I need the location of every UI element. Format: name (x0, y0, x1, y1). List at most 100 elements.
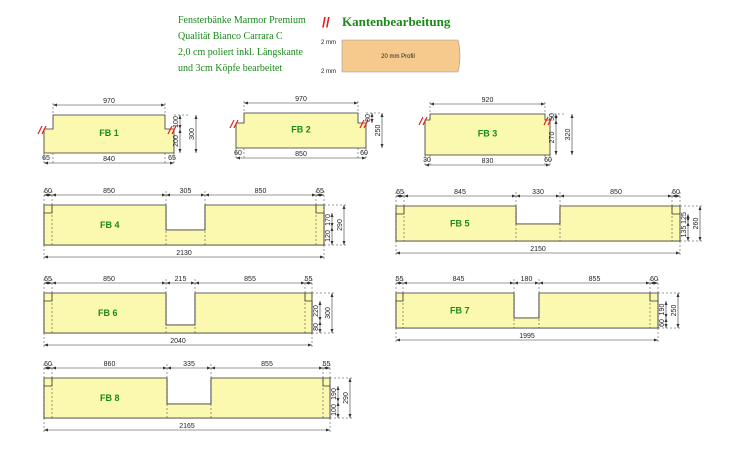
fb1-dim-notch-label: 100 (173, 116, 180, 128)
fb3-dim-bottom-label: 830 (482, 158, 494, 165)
fb6-dim-v2-label: 80 (313, 323, 320, 331)
fb8-dim-v3-arrow (348, 414, 352, 418)
fb5-dim-s4-label: 850 (610, 189, 622, 196)
fb6-dim-v3-arrow (330, 293, 334, 297)
fb7-dim-s5-label: 60 (650, 276, 658, 283)
fb6-dim-s5-arrow (308, 281, 312, 285)
fb8-dim-s3-arrow (207, 366, 211, 370)
fb6-dim-s4-arrow (301, 281, 305, 285)
fb5-dim-s2-arrow (512, 194, 516, 198)
fb4-dim-s3-label: 305 (180, 188, 192, 195)
fb5-dim-s5-label: 60 (672, 189, 680, 196)
fb3-dim-top-arrow (541, 102, 545, 106)
edge-bottom-label: 2 mm (321, 69, 336, 75)
fb3-dim-total-arrow (570, 151, 574, 155)
fb3-dim-bottom-arrow (546, 163, 550, 167)
fb2-dim-top-label: 970 (295, 96, 307, 103)
fb7-dim-s4-arrow (646, 281, 650, 285)
fb8-dim-s4-arrow (211, 366, 215, 370)
fb6-dim-total-arrow (308, 343, 312, 347)
fb2-marker-right-a (359, 119, 365, 129)
fb2-marker-left-a (229, 119, 235, 129)
fb6-dim-v1-arrow (318, 301, 322, 305)
fb4-dim-v3-arrow (342, 241, 346, 245)
fb7-dim-v1-arrow (664, 301, 668, 305)
fb1-dim-top-arrow (161, 103, 165, 107)
fb1-dim-bl: 65 (42, 155, 50, 162)
fb6-label: FB 6 (98, 308, 118, 318)
fb8-dim-s2-arrow (163, 366, 167, 370)
fb6-dim-s2-arrow (162, 281, 166, 285)
fb3-dim-body-label: 270 (549, 132, 556, 144)
fb6-dim-v2-arrow (318, 329, 322, 333)
fb3-dim-br: 60 (544, 157, 552, 164)
fb2-dim-top-arrow (244, 101, 248, 105)
fb5-dim-s2-label: 845 (454, 189, 466, 196)
fb8-dim-s4-label: 855 (261, 361, 273, 368)
fb4-dim-v3-label: 290 (337, 219, 344, 231)
fb7-dim-v2-arrow (664, 318, 668, 322)
fb4-dim-s2-arrow (52, 193, 56, 197)
edge-title: Kantenbearbeitung (342, 14, 451, 29)
fb5-dim-v3-arrow (698, 206, 702, 210)
fb5-dim-v2-arrow (686, 237, 690, 241)
fb4-dim-s3-arrow (201, 193, 205, 197)
fb8-dim-v1-arrow (336, 398, 340, 402)
fb6-dim-s2-arrow (52, 281, 56, 285)
fb5-dim-s1-arrow (400, 194, 404, 198)
fb3-marker-left-a (418, 116, 424, 126)
fb1-dim-body-arrow (178, 149, 182, 153)
fb6-dim-s1-label: 65 (44, 276, 52, 283)
fb6-dim-s2-label: 850 (103, 276, 115, 283)
fb4-dim-s5-label: 65 (316, 188, 324, 195)
fb8-dim-s2-label: 860 (104, 361, 116, 368)
fb2-dim-total-label: 250 (375, 125, 382, 137)
fb7-dim-s3-arrow (535, 281, 539, 285)
fb7-body (395, 292, 659, 329)
fb4-dim-s2-arrow (162, 193, 166, 197)
fb4-dim-s4-arrow (205, 193, 209, 197)
fb1-dim-total-arrow (194, 115, 198, 119)
fb5-dim-v1-arrow (686, 214, 690, 218)
fb5-dim-s5-arrow (672, 194, 676, 198)
fb4-dim-v2-arrow (330, 241, 334, 245)
fb2-dim-notch-arrow (370, 113, 374, 117)
fb3-dim-bl: 30 (423, 157, 431, 164)
fb5-dim-s4-arrow (560, 194, 564, 198)
fb4-dim-v1-arrow (330, 223, 334, 227)
fb4-dim-v1-arrow (330, 213, 334, 217)
fb8-dim-s3-label: 335 (183, 361, 195, 368)
fb7-dim-s3-arrow (514, 281, 518, 285)
fb5-dim-v1-label: 125 (681, 212, 688, 224)
fb3-dim-top-arrow (430, 102, 434, 106)
fb2-dim-br: 60 (360, 150, 368, 157)
fb8-body (43, 377, 331, 419)
fb6-dim-s3-arrow (191, 281, 195, 285)
fb8-dim-s5-arrow (326, 366, 330, 370)
fb8-dim-v3-label: 290 (343, 392, 350, 404)
fb3-dim-total-arrow (570, 114, 574, 118)
fb7-dim-v3-label: 250 (671, 305, 678, 317)
fb6-dim-s4-arrow (195, 281, 199, 285)
fb6-dim-total-label: 2040 (170, 338, 186, 345)
fb2-dim-bottom-arrow (236, 156, 240, 160)
fb2-marker-left-b (233, 119, 239, 129)
fb5-dim-v1-arrow (686, 218, 690, 222)
fb6-dim-s4-label: 855 (244, 276, 256, 283)
fb7-dim-s2-arrow (403, 281, 407, 285)
fb2-dim-total-arrow (380, 144, 384, 148)
fb3-dim-total-label: 320 (565, 129, 572, 141)
fb8-dim-v2-label: 100 (331, 404, 338, 416)
fb5-dim-v2-arrow (686, 222, 690, 226)
fb2-dim-bottom-label: 850 (295, 151, 307, 158)
fb3-marker-left-b (422, 116, 428, 126)
fb7-dim-s5-arrow (650, 281, 654, 285)
fb4-dim-s5-arrow (316, 193, 320, 197)
fb8-dim-s5-label: 55 (323, 361, 331, 368)
fb3-dim-notch-label: 50 (549, 113, 556, 121)
fb5-dim-s1-arrow (396, 194, 400, 198)
fb8-dim-v3-arrow (348, 378, 352, 382)
fb3-dim-bottom-arrow (425, 163, 429, 167)
fb4-dim-total-arrow (320, 255, 324, 259)
